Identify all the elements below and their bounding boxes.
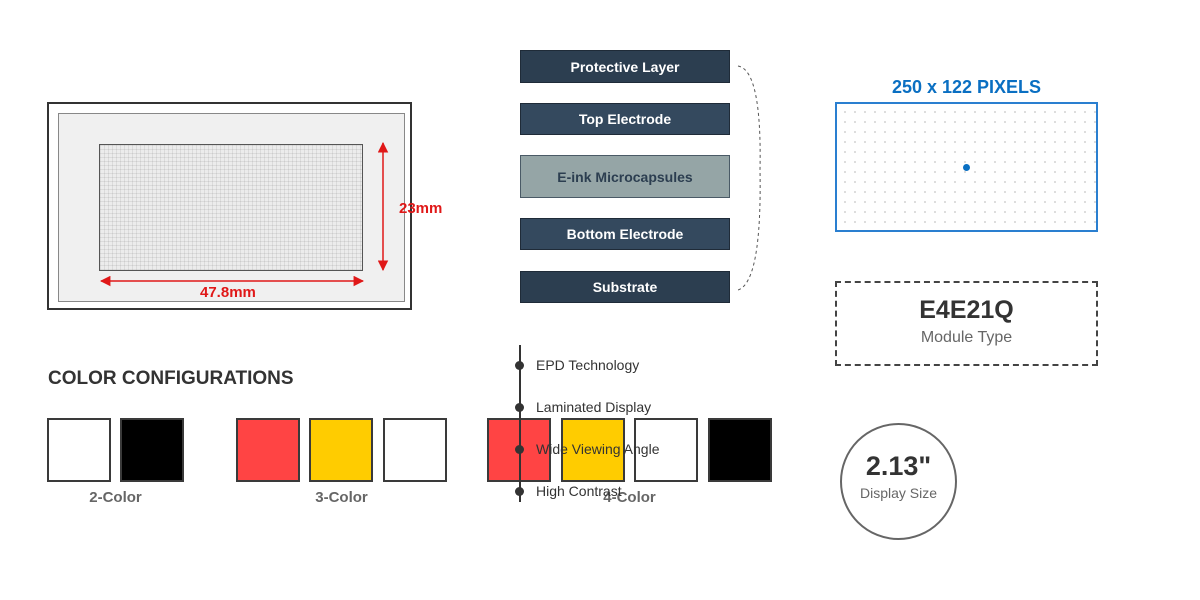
layer-eink-microcapsules: E-ink Microcapsules	[520, 155, 730, 198]
width-dimension-label: 47.8mm	[200, 284, 256, 301]
layer-top-electrode: Top Electrode	[520, 103, 730, 135]
swatch-4color-black	[708, 418, 772, 482]
layer-label: Substrate	[592, 279, 658, 295]
layer-bottom-electrode: Bottom Electrode	[520, 218, 730, 250]
group-label-2color: 2-Color	[89, 489, 142, 506]
layer-label: Bottom Electrode	[566, 226, 684, 242]
feature-high-contrast: High Contrast	[536, 483, 622, 499]
feature-epd-technology: EPD Technology	[536, 357, 640, 373]
swatch-4color-white	[634, 418, 698, 482]
display-size-caption: Display Size	[859, 485, 938, 501]
feature-dot	[515, 403, 524, 412]
height-dimension-label: 23mm	[399, 200, 443, 217]
group-label-3color: 3-Color	[315, 489, 368, 506]
swatch-2color-white	[47, 418, 111, 482]
display-size-badge: 2.13" Display Size	[840, 423, 957, 540]
swatch-4color-yellow	[561, 418, 625, 482]
module-type-card: E4E21Q Module Type	[835, 281, 1098, 366]
feature-dot	[515, 487, 524, 496]
swatch-3color-yellow	[309, 418, 373, 482]
feature-dot	[515, 445, 524, 454]
module-code: E4E21Q	[919, 296, 1014, 324]
layer-label: Protective Layer	[570, 58, 680, 75]
layer-label: Top Electrode	[578, 111, 672, 127]
swatch-3color-red	[236, 418, 300, 482]
layer-protective: Protective Layer	[520, 50, 730, 83]
color-configurations-title: COLOR CONFIGURATIONS	[48, 368, 294, 389]
active-display-area	[99, 144, 363, 271]
feature-laminated-display: Laminated Display	[536, 399, 652, 415]
module-caption: Module Type	[920, 329, 1013, 346]
pixel-highlight-dot	[963, 164, 970, 171]
display-size-value: 2.13"	[865, 451, 932, 481]
layer-substrate: Substrate	[520, 271, 730, 303]
feature-dot	[515, 361, 524, 370]
swatch-2color-black	[120, 418, 184, 482]
layer-brace	[737, 65, 761, 291]
layer-label: E-ink Microcapsules	[557, 168, 693, 185]
feature-wide-viewing-angle: Wide Viewing Angle	[536, 441, 660, 457]
feature-timeline-line	[519, 345, 521, 502]
group-label-4color: 4-Color	[603, 489, 656, 506]
swatch-3color-white	[383, 418, 447, 482]
resolution-title: 250 x 122 PIXELS	[891, 77, 1042, 97]
